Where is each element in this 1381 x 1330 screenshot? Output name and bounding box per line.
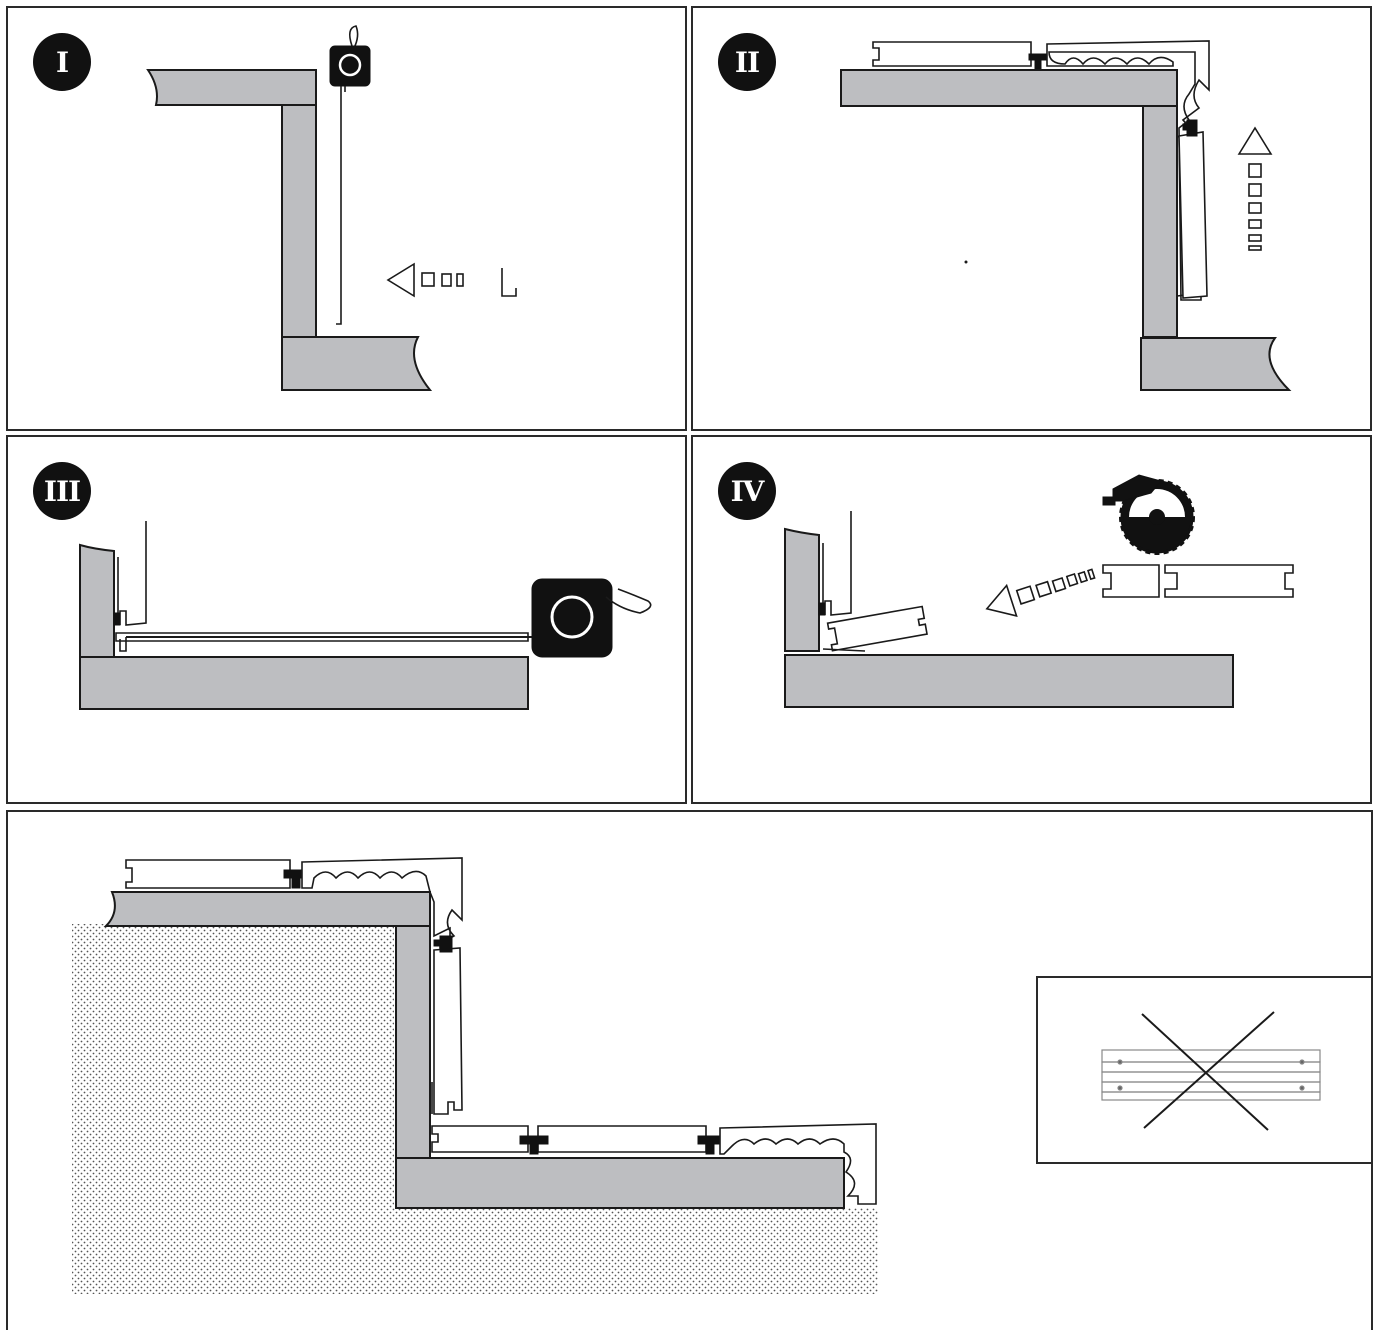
lower-slab <box>784 654 1234 708</box>
edge-trim <box>301 857 463 949</box>
riser <box>784 527 820 652</box>
cut-board <box>826 605 928 652</box>
gravel-texture <box>72 924 394 1294</box>
lower-edge-trim <box>719 1123 877 1205</box>
circular-saw-icon <box>1102 474 1195 555</box>
step-badge-3: III <box>33 462 91 520</box>
cross-icon <box>1141 1011 1275 1131</box>
arrow-left-icon <box>985 568 1096 618</box>
fixing-clip-icon <box>113 612 121 626</box>
step-label: IV <box>730 474 765 508</box>
riser-board <box>119 521 147 626</box>
incorrect-method-illustration <box>1101 1011 1321 1131</box>
lower-slab <box>395 1157 845 1209</box>
step-badge-4: IV <box>718 462 776 520</box>
upper-slab <box>840 69 1178 107</box>
step-label: II <box>734 45 760 79</box>
step-4-illustration <box>784 474 1294 708</box>
riser-board <box>824 511 852 616</box>
fixing-clip-icon <box>433 935 453 953</box>
step-panel-2: II <box>691 6 1372 431</box>
lower-deck-board-1 <box>431 1125 529 1153</box>
step-label: III <box>43 474 81 508</box>
fixing-clip-icon <box>818 602 826 616</box>
riser-board <box>433 947 463 1115</box>
riser <box>1142 105 1178 338</box>
lower-slab <box>1140 337 1292 391</box>
riser <box>395 925 431 1159</box>
step-panel-4: IV <box>691 435 1372 804</box>
lower-deck-board-2 <box>537 1125 707 1153</box>
step-label: I <box>55 45 69 79</box>
step-panel-3: III <box>6 435 687 804</box>
step-badge-1: I <box>33 33 91 91</box>
riser <box>281 104 317 338</box>
upper-slab <box>146 69 317 106</box>
deck-board-left <box>1102 564 1160 598</box>
lower-slab <box>79 656 529 710</box>
gravel-texture <box>394 1208 878 1294</box>
top-deck-board <box>125 859 291 889</box>
incorrect-method-inset <box>1036 976 1371 1164</box>
tape-measure-icon <box>329 25 371 325</box>
step-badge-2: II <box>718 33 776 91</box>
riser-board <box>1178 131 1208 299</box>
fixing-clip-icon <box>1182 119 1198 137</box>
stacked-boards <box>1101 1049 1321 1101</box>
arrow-left-icon <box>386 262 464 298</box>
lower-slab <box>281 336 433 391</box>
top-deck-board <box>872 41 1032 67</box>
tape-measure-icon <box>531 578 652 658</box>
step-panel-1: I <box>6 6 687 431</box>
step-1-illustration <box>146 25 517 391</box>
fixing-clip-icon <box>519 1135 725 1155</box>
arrow-up-icon <box>1237 126 1273 251</box>
corner-mark <box>501 268 517 297</box>
completed-step-illustration <box>72 857 878 1294</box>
step-3-illustration <box>79 521 652 710</box>
riser <box>79 543 115 658</box>
step-2-illustration <box>840 40 1292 391</box>
dot-mark <box>964 260 968 264</box>
deck-board-right <box>1164 564 1294 598</box>
summary-panel <box>6 810 1373 1330</box>
upper-slab <box>103 891 431 927</box>
